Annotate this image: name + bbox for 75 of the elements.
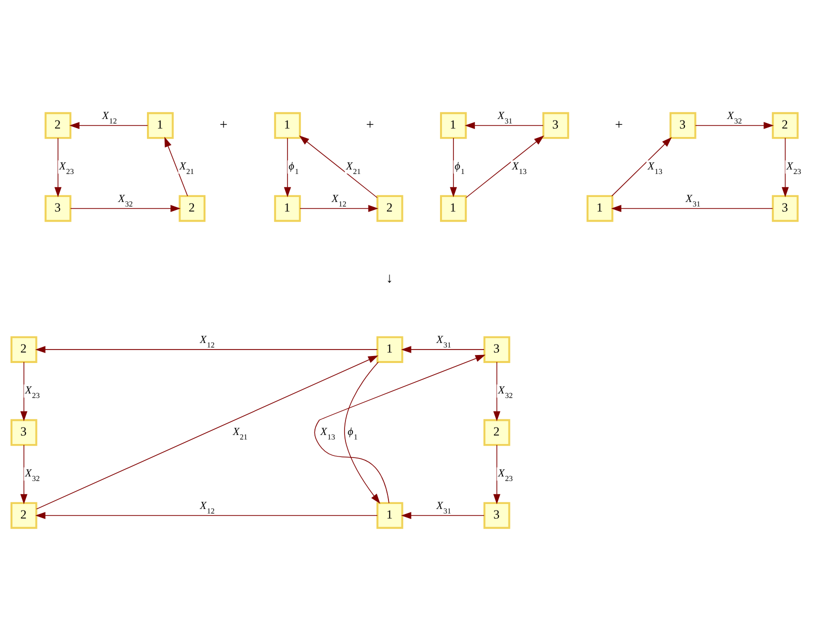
edge-label: X$_{13}$: [320, 426, 336, 442]
label: +: [615, 118, 623, 133]
edge-label: X$_{31}$: [686, 193, 700, 209]
node-box: 2: [44, 112, 72, 139]
edge-label: X$_{32}$: [118, 193, 133, 209]
node-box: 2: [483, 419, 510, 446]
arrow: [450, 138, 457, 198]
edge-label: X$_{32}$: [25, 467, 40, 483]
arrow: [284, 138, 292, 198]
arrow: [695, 122, 774, 130]
edge-label: X$_{13}$: [648, 160, 662, 176]
arrow: [466, 136, 544, 198]
node-box: 3: [44, 195, 72, 222]
edge-label: X$_{23}$: [25, 384, 40, 400]
arrow: [611, 204, 773, 212]
arrow: [493, 444, 500, 504]
edge-label: ϕ$_{1}$: [348, 426, 358, 442]
edge-label: ϕ$_{1}$: [288, 160, 299, 176]
edge-label: X$_{23}$: [59, 160, 74, 176]
node-box: 1: [440, 195, 467, 222]
edge-label: X$_{12}$: [200, 500, 215, 516]
node-box: 2: [376, 195, 404, 222]
label: +: [366, 118, 374, 133]
node-box: 1: [376, 336, 404, 363]
label: ↓: [386, 271, 393, 286]
node-box: 2: [178, 195, 206, 222]
arrow: [493, 362, 500, 422]
arrow: [299, 136, 378, 198]
edge-label: X$_{13}$: [512, 160, 527, 176]
arrow: [611, 137, 672, 196]
node-box: 1: [274, 195, 301, 222]
edge-label: X$_{21}$: [232, 426, 248, 442]
arrow: [164, 136, 188, 196]
arrow: [35, 346, 378, 354]
arrow: [300, 204, 378, 212]
node-box: 3: [772, 195, 799, 222]
arrow: [314, 354, 486, 504]
edge-label: X$_{12}$: [332, 193, 346, 209]
node-box: 3: [483, 502, 510, 529]
node-box: 1: [440, 112, 467, 139]
arrow: [54, 138, 62, 198]
node-box: 3: [483, 336, 510, 363]
node-box: 3: [10, 419, 38, 446]
edge-label: X$_{21}$: [346, 160, 361, 176]
edge-label: X$_{32}$: [727, 110, 742, 126]
arrow: [401, 512, 484, 520]
edge-label: X$_{31}$: [436, 500, 452, 516]
node-box: 2: [10, 336, 38, 363]
node-box: 3: [670, 112, 696, 139]
node-box: 2: [772, 112, 799, 139]
arrow: [782, 138, 789, 198]
edge-label: X$_{23}$: [498, 467, 513, 483]
edge-label: X$_{21}$: [179, 160, 194, 176]
arrow: [36, 356, 378, 510]
node-box: 3: [542, 112, 570, 139]
arrow: [464, 122, 544, 130]
arrow: [401, 346, 484, 354]
edge-label: X$_{32}$: [498, 384, 513, 400]
edge-label: X$_{12}$: [200, 334, 215, 350]
arrow: [20, 362, 28, 422]
node-box: 1: [274, 112, 301, 139]
node-box: 2: [10, 502, 38, 529]
arrow: [70, 204, 181, 212]
edge-label: X$_{23}$: [786, 160, 802, 176]
arrow: [35, 512, 378, 520]
arrow: [20, 444, 28, 504]
node-box: 1: [586, 195, 614, 222]
node-box: 1: [376, 502, 404, 529]
edge-label: X$_{31}$: [436, 334, 452, 350]
node-box: 1: [146, 112, 174, 139]
edge-label: ϕ$_{1}$: [454, 160, 465, 176]
edge-label: X$_{12}$: [102, 110, 117, 126]
arrow: [69, 122, 148, 130]
edge-label: X$_{31}$: [498, 110, 512, 126]
label: +: [220, 118, 228, 133]
